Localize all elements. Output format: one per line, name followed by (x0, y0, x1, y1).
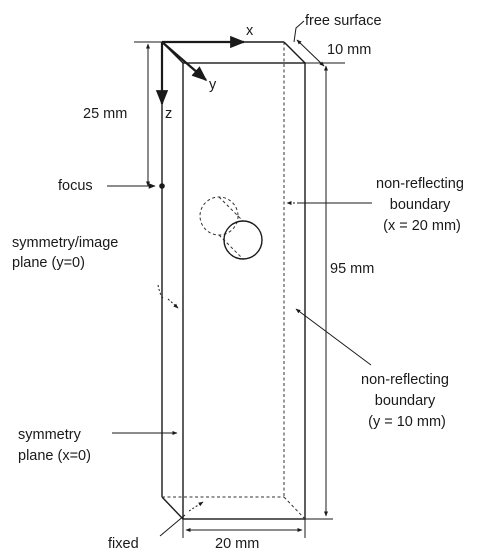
front-face (182, 62, 306, 520)
non-reflecting-y-line-3: (y = 10 mm) (368, 414, 446, 430)
cylinder-top-line (218, 196, 244, 222)
height-dim-label: 95 mm (330, 261, 374, 277)
symmetry-plane-annotation: symmetry plane (x=0) (18, 427, 178, 464)
symmetry-image-plane-leader (157, 284, 164, 299)
z-axis-label: z (165, 106, 172, 122)
free-surface-label: free surface (305, 13, 382, 29)
non-reflecting-x-label: non-reflecting boundary (x = 20 mm) (376, 176, 468, 234)
depth-dim-label: 10 mm (327, 42, 371, 58)
depth-dimension: 10 mm (296, 39, 371, 67)
fixed-arrow (188, 501, 204, 512)
symmetry-image-plane-line-2: plane (y=0) (12, 255, 85, 271)
depth-dim-line (296, 39, 325, 67)
domain-box (161, 41, 306, 520)
free-surface-leader (293, 20, 305, 43)
fixed-label: fixed (108, 536, 139, 552)
symmetry-image-plane-line-1: symmetry/image (12, 235, 118, 251)
focus-annotation: focus (58, 178, 165, 194)
fixed-annotation: fixed (108, 501, 204, 552)
symmetry-plane-label: symmetry plane (x=0) (18, 427, 91, 464)
height-dimension: 95 mm (305, 65, 374, 520)
hidden-bottom-right-connector (283, 496, 306, 520)
bottom-left-connector (161, 496, 184, 520)
cylinder-bottom-line (218, 234, 244, 260)
focus-point (159, 183, 165, 189)
non-reflecting-y-leader (295, 308, 372, 366)
cylinder-back-ellipse (199, 196, 239, 236)
non-reflecting-x-line-1: non-reflecting (376, 176, 464, 192)
non-reflecting-x-line-3: (x = 20 mm) (383, 218, 461, 234)
non-reflecting-y-line-1: non-reflecting (361, 372, 449, 388)
focus-depth-dimension: 25 mm (83, 41, 162, 187)
non-reflecting-y-label: non-reflecting boundary (y = 10 mm) (361, 372, 453, 430)
x-axis-label: x (246, 23, 254, 39)
y-axis-arrow (161, 41, 208, 82)
width-dim-label: 20 mm (215, 536, 259, 552)
focus-label: focus (58, 178, 93, 194)
symmetry-image-plane-annotation: symmetry/image plane (y=0) (12, 235, 179, 309)
non-reflecting-x-annotation: non-reflecting boundary (x = 20 mm) (286, 176, 468, 234)
cylinder-inclusion (199, 196, 263, 260)
width-dimension: 20 mm (182, 519, 306, 552)
non-reflecting-y-line-2: boundary (375, 393, 436, 409)
coordinate-axes: x y z (155, 23, 254, 122)
focus-depth-label: 25 mm (83, 106, 127, 122)
symmetry-image-plane-label: symmetry/image plane (y=0) (12, 235, 122, 271)
symmetry-plane-line-2: plane (x=0) (18, 448, 91, 464)
symmetry-image-plane-arrow (167, 298, 179, 309)
non-reflecting-y-annotation: non-reflecting boundary (y = 10 mm) (295, 308, 453, 430)
symmetry-plane-line-1: symmetry (18, 427, 82, 443)
free-surface-annotation: free surface (293, 13, 382, 43)
fixed-leader (159, 514, 186, 537)
cylinder-front-ellipse (223, 220, 263, 260)
non-reflecting-x-line-2: boundary (390, 197, 451, 213)
y-axis-label: y (209, 77, 217, 93)
